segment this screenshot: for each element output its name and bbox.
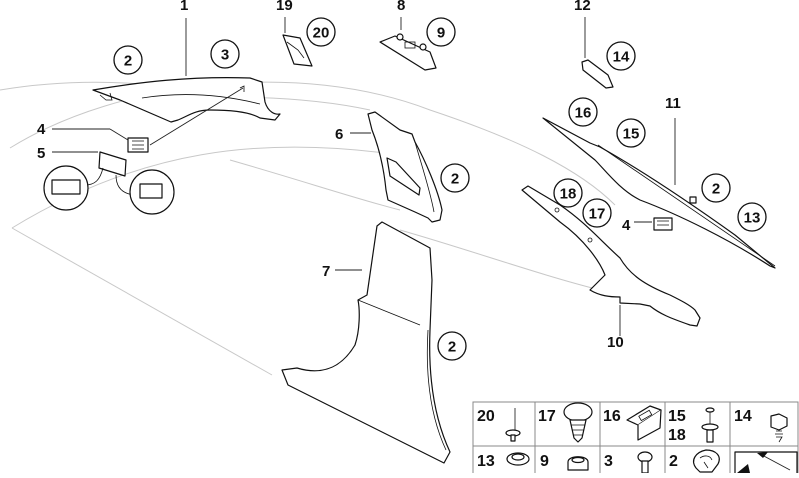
callout-10: 10	[607, 334, 624, 351]
svg-text:16: 16	[603, 408, 621, 425]
svg-text:2: 2	[669, 453, 678, 470]
callout-11: 11	[665, 95, 681, 112]
circled-references: 2 3 20 9 14 16 15 2 18 17 2 13 2	[113, 17, 767, 361]
grommet-icon	[626, 405, 662, 441]
table-cell-9: 9	[540, 453, 589, 471]
svg-text:14: 14	[734, 408, 752, 425]
callout-7: 7	[322, 263, 330, 280]
table-cell-14: 14	[734, 408, 788, 443]
hex-screw-icon	[770, 413, 788, 443]
part-8-bracket	[379, 17, 437, 71]
pan-screw-icon	[637, 451, 653, 474]
rivet-icon	[505, 408, 521, 442]
svg-text:13: 13	[477, 453, 495, 470]
svg-text:15: 15	[668, 408, 686, 425]
fastener-table: 20 17 16 15 18	[472, 401, 799, 477]
part-19-bracket	[282, 17, 313, 67]
ref-20: 20	[313, 25, 330, 42]
callout-19: 19	[276, 0, 293, 14]
table-cell-20: 20	[477, 408, 521, 442]
part-11-trim-strip	[542, 117, 776, 269]
table-cell-3: 3	[604, 451, 653, 474]
ref-16: 16	[575, 105, 592, 122]
table-cell-2: 2	[669, 449, 720, 473]
callout-4: 4	[37, 121, 46, 138]
ref-18: 18	[560, 186, 577, 203]
table-cell-16: 16	[603, 405, 662, 441]
arrow-symbol-icon	[734, 451, 798, 477]
ref-15: 15	[623, 126, 640, 143]
callout-8: 8	[397, 0, 405, 14]
callout-6: 6	[335, 126, 343, 143]
svg-text:3: 3	[604, 453, 613, 470]
svg-text:9: 9	[540, 453, 549, 470]
svg-text:20: 20	[477, 408, 495, 425]
ref-2: 2	[124, 53, 132, 70]
ref-2: 2	[712, 181, 720, 198]
callout-12: 12	[574, 0, 591, 14]
part-5-cover	[43, 151, 175, 215]
ref-2: 2	[451, 171, 459, 188]
svg-text:17: 17	[538, 408, 556, 425]
table-cell-15-18: 15 18	[668, 407, 719, 444]
part-4-clip-right	[634, 217, 673, 231]
callout-1: 1	[180, 0, 188, 14]
callout-5: 5	[37, 145, 45, 162]
callout-labels: 1 4 5 6 7 8 10 11 12 19 4	[37, 0, 681, 351]
push-clip-icon	[563, 402, 593, 443]
ref-2: 2	[448, 339, 456, 356]
ref-13: 13	[744, 210, 761, 227]
flange-screw-icon	[506, 452, 530, 466]
svg-text:18: 18	[668, 427, 686, 444]
ref-3: 3	[221, 47, 229, 64]
table-cell-17: 17	[538, 402, 593, 443]
part-6-pillar-trim	[350, 111, 443, 223]
part-12-bracket	[581, 17, 614, 89]
ref-17: 17	[589, 206, 606, 223]
ref-9: 9	[437, 25, 445, 42]
vehicle-outline	[0, 81, 616, 376]
nut-cap-icon	[567, 456, 589, 471]
ref-14: 14	[613, 49, 630, 66]
table-cell-arrow	[734, 451, 798, 477]
expansion-rivet-icon	[701, 407, 719, 443]
clip-nut-icon	[693, 449, 720, 473]
callout-4-right: 4	[622, 217, 631, 234]
part-4-clip	[52, 128, 149, 153]
part-1-pillar-trim	[92, 18, 281, 146]
part-10-trim	[521, 185, 701, 336]
part-7-pillar-trim	[281, 221, 451, 464]
table-cell-13: 13	[477, 452, 530, 470]
